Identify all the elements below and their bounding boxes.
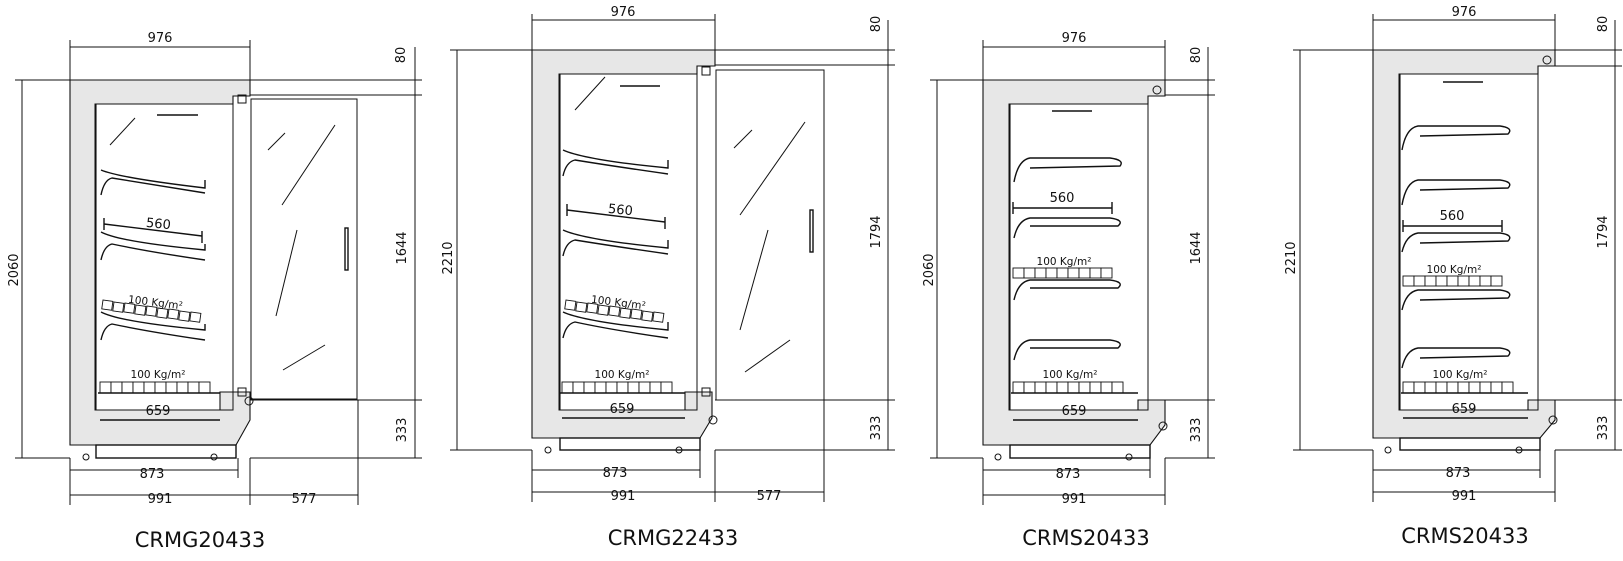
unit-4-cabinet xyxy=(1372,49,1558,454)
unit-2-glass-door xyxy=(715,69,825,401)
unit-2-top-width: 976 xyxy=(611,5,636,20)
unit-3-inner-dims xyxy=(1012,202,1138,421)
unit-2-door-swing: 577 xyxy=(757,489,782,504)
unit-4-model-name: CRMS20433 xyxy=(1401,524,1529,548)
unit-1-model-name: CRMG20433 xyxy=(135,528,265,552)
unit-1-dimension-lines xyxy=(15,40,422,505)
unit-4-inner-depth: 873 xyxy=(1446,466,1471,481)
unit-3-base-height: 333 xyxy=(1189,418,1204,443)
unit-2-shelf-width: 560 xyxy=(607,202,633,220)
unit-4-shelves xyxy=(1401,81,1511,369)
unit-3-goods xyxy=(1011,267,1138,394)
unit-4-load-deck: 100 Kg/m² xyxy=(1433,369,1488,381)
unit-2-model-name: CRMG22433 xyxy=(608,526,738,550)
unit-1-deck-width: 659 xyxy=(146,404,171,419)
unit-3-load-deck: 100 Kg/m² xyxy=(1043,369,1098,381)
unit-1-glass-door xyxy=(250,98,358,400)
unit-4-cap: 80 xyxy=(1596,16,1611,33)
unit-3-door-height: 1644 xyxy=(1189,231,1204,264)
unit-4-depth: 991 xyxy=(1452,489,1477,504)
unit-4-shelf-width: 560 xyxy=(1440,209,1465,224)
unit-1-inner-dims xyxy=(100,218,220,421)
unit-2-shelves xyxy=(562,76,669,339)
unit-4-door-height: 1794 xyxy=(1596,215,1611,248)
unit-4-dimension-lines xyxy=(1293,14,1622,502)
unit-3-top-width: 976 xyxy=(1062,31,1087,46)
unit-1-crmg20433: 976 80 2060 1644 333 560 659 873 991 577… xyxy=(7,31,422,552)
unit-1-total-height: 2060 xyxy=(7,253,22,286)
unit-2-inner-depth: 873 xyxy=(603,466,628,481)
unit-1-cap: 80 xyxy=(394,47,409,64)
unit-2-total-height: 2210 xyxy=(441,241,456,274)
unit-3-cabinet xyxy=(982,79,1168,461)
unit-4-goods xyxy=(1401,275,1528,394)
unit-2-base-height: 333 xyxy=(869,416,884,441)
unit-3-shelf-width: 560 xyxy=(1050,191,1075,206)
unit-1-shelves xyxy=(100,114,206,341)
unit-2-crmg22433: 976 80 2210 1794 333 560 659 873 991 577… xyxy=(441,5,895,550)
unit-1-load-deck: 100 Kg/m² xyxy=(131,369,186,381)
unit-2-goods xyxy=(560,299,685,394)
unit-4-base-height: 333 xyxy=(1596,416,1611,441)
unit-3-cap: 80 xyxy=(1189,47,1204,64)
unit-1-top-width: 976 xyxy=(148,31,173,46)
unit-4-crms20433: 976 80 2210 1794 333 560 659 873 991 100… xyxy=(1284,5,1622,548)
unit-3-inner-depth: 873 xyxy=(1056,467,1081,482)
unit-2-deck-width: 659 xyxy=(610,402,635,417)
unit-3-load-shelf: 100 Kg/m² xyxy=(1037,256,1092,268)
unit-3-depth: 991 xyxy=(1062,492,1087,507)
unit-1-shelf-width: 560 xyxy=(145,216,171,234)
unit-3-total-height: 2060 xyxy=(922,253,937,286)
unit-1-depth: 991 xyxy=(148,492,173,507)
unit-1-door-height: 1644 xyxy=(395,231,410,264)
unit-2-load-deck: 100 Kg/m² xyxy=(595,369,650,381)
unit-4-total-height: 2210 xyxy=(1284,241,1299,274)
unit-3-dimension-lines xyxy=(930,40,1215,505)
unit-3-model-name: CRMS20433 xyxy=(1022,526,1150,550)
unit-4-inner-dims xyxy=(1402,220,1528,419)
unit-3-crms20433: 976 80 2060 1644 333 560 659 873 991 100… xyxy=(922,31,1215,550)
unit-2-cabinet xyxy=(531,49,718,454)
unit-2-dimension-lines xyxy=(450,14,895,502)
unit-1-cabinet xyxy=(69,79,254,461)
unit-4-load-shelf: 100 Kg/m² xyxy=(1427,264,1482,276)
unit-4-top-width: 976 xyxy=(1452,5,1477,20)
unit-3-deck-width: 659 xyxy=(1062,404,1087,419)
unit-4-deck-width: 659 xyxy=(1452,402,1477,417)
unit-2-door-height: 1794 xyxy=(869,215,884,248)
unit-2-inner-dims xyxy=(562,204,685,419)
unit-1-inner-depth: 873 xyxy=(140,467,165,482)
unit-2-cap: 80 xyxy=(869,16,884,33)
unit-3-shelves xyxy=(1013,110,1122,361)
unit-2-depth: 991 xyxy=(611,489,636,504)
unit-1-door-swing: 577 xyxy=(292,492,317,507)
unit-1-base-height: 333 xyxy=(395,418,410,443)
unit-1-goods xyxy=(98,299,220,394)
